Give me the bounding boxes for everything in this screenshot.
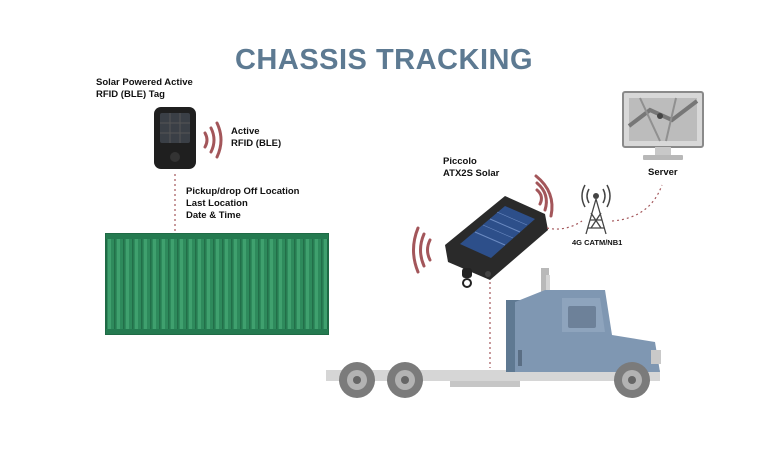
- shipping-container: [105, 233, 329, 335]
- tower-to-server-line: [611, 184, 663, 222]
- location-line3: Date & Time: [186, 210, 241, 221]
- tracker-to-tower-line: [546, 220, 583, 230]
- tracker-signal-left-icon: [412, 226, 432, 274]
- tracker-label-line2: ATX2S Solar: [443, 168, 500, 179]
- tracker-signal-right-icon: [534, 174, 554, 218]
- ble-label: Active RFID (BLE): [231, 126, 281, 150]
- rfid-tag-label: Solar Powered Active RFID (BLE) Tag: [96, 77, 193, 101]
- ble-signal-icon: [203, 121, 223, 159]
- page-title: CHASSIS TRACKING: [234, 44, 533, 76]
- truck-icon: [326, 268, 661, 398]
- tracker-device-icon: [445, 196, 548, 288]
- cell-tower-icon: [581, 184, 611, 235]
- tracker-label: Piccolo ATX2S Solar: [443, 156, 499, 180]
- location-line1: Pickup/drop Off Location: [186, 186, 300, 197]
- rfid-tag-label-line1: Solar Powered Active: [96, 77, 193, 88]
- server-label: Server: [648, 167, 678, 178]
- ble-label-line2: RFID (BLE): [231, 138, 282, 149]
- tracker-label-line1: Piccolo: [443, 156, 477, 167]
- ble-label-line1: Active: [231, 126, 260, 137]
- location-line2: Last Location: [186, 198, 248, 209]
- network-label: 4G CATM/NB1: [572, 238, 623, 247]
- rfid-tag-icon: [154, 107, 196, 169]
- server-monitor-icon: [622, 91, 704, 160]
- rfid-tag-label-line2: RFID (BLE) Tag: [96, 89, 165, 100]
- location-info-label: Pickup/drop Off Location Last Location D…: [186, 186, 299, 222]
